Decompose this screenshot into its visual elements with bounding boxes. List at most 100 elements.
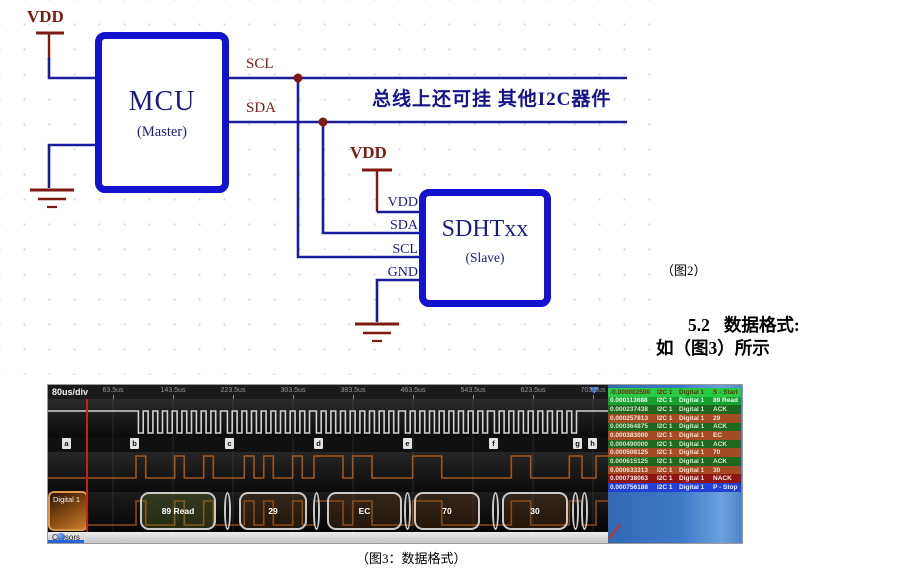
time-tick-label: 63.5us [102, 387, 124, 394]
decode-bubble: 70 [414, 492, 480, 530]
time-tick-mark [413, 395, 414, 399]
decode-bus: I2C 1 [657, 406, 673, 414]
bottom-blue-strip [48, 540, 84, 543]
ack-ellipse [404, 492, 411, 530]
time-tick-mark [113, 395, 114, 399]
waveform-marker: g [573, 438, 582, 449]
decode-value: P - Stop [713, 483, 738, 491]
timebase-label: 80us/div [52, 387, 89, 397]
time-tick-mark [233, 395, 234, 399]
ack-ellipse [492, 492, 499, 530]
cursors-label: Cursors [52, 533, 81, 542]
slave-box [419, 189, 551, 307]
decode-time: 0.000633313 [610, 466, 648, 474]
decode-value: ACK [713, 406, 728, 414]
decode-time: 0.000738063 [610, 475, 648, 483]
sda-label: SDA [246, 100, 277, 116]
decode-bus: I2C 1 [657, 440, 673, 448]
time-tick-label: 303.5us [280, 387, 306, 394]
decode-bus: I2C 1 [657, 397, 673, 405]
decode-channel: Digital 1 [679, 466, 705, 474]
slave-gnd-wire [375, 278, 421, 322]
decoded-channel-trace [48, 500, 608, 526]
decode-bubble: 30 [502, 492, 568, 530]
time-tick-mark [593, 395, 594, 399]
slave-pin-label: SCL [392, 242, 418, 257]
decode-channel: Digital 1 [679, 397, 705, 405]
circuit-wires [30, 31, 627, 343]
ack-ellipse [581, 492, 588, 530]
decode-channel: Digital 1 [679, 432, 705, 440]
bus-note: 总线上还可挂 其他I2C器件 [372, 89, 612, 110]
ack-ellipse [313, 492, 320, 530]
slave-pin-label: GND [387, 265, 418, 280]
decode-bubble: EC [327, 492, 402, 530]
decode-value: 30 [713, 466, 721, 474]
decode-channel: Digital 1 [679, 475, 705, 483]
scl-branch-wire [296, 78, 421, 259]
decode-bus: I2C 1 [657, 449, 673, 457]
decode-bus: I2C 1 [657, 423, 673, 431]
decode-channel: Digital 1 [679, 449, 705, 457]
waveform-marker: f [489, 438, 498, 449]
slave-vdd-label: VDD [350, 143, 387, 162]
decode-time: 0.000113688 [610, 397, 648, 405]
waveform-marker: h [588, 438, 597, 449]
section-subtitle: 如（图3）所示 [656, 338, 770, 358]
mcu-title: MCU [128, 86, 196, 117]
sda-trace [48, 455, 608, 479]
slave-title: SDHTxx [441, 216, 529, 242]
slave-pin-label: VDD [387, 195, 418, 210]
time-tick-mark [173, 395, 174, 399]
time-tick-mark [473, 395, 474, 399]
sda-junction-dot [318, 117, 328, 127]
cursor-triangle-icon [589, 387, 599, 394]
decode-bus: I2C 1 [657, 388, 673, 396]
mcu-vdd-label: VDD [27, 7, 64, 26]
time-tick-label: 543.5us [460, 387, 486, 394]
decode-value: ACK [713, 440, 728, 448]
decode-time: 0.000490000 [610, 440, 648, 448]
decode-time: 0.000383000 [610, 432, 648, 440]
decode-bus: I2C 1 [657, 483, 673, 491]
red-cursor-line [86, 387, 88, 532]
waveform-marker: d [314, 438, 323, 449]
scl-junction-dot [293, 73, 303, 83]
decode-bus: I2C 1 [657, 475, 673, 483]
waveform-marker: c [225, 438, 234, 449]
time-tick-label: 623.5us [520, 387, 546, 394]
red-diagonal-mark [608, 523, 622, 539]
decode-bubble: 29 [239, 492, 307, 530]
time-tick-mark [293, 395, 294, 399]
waveform-marker: a [62, 438, 71, 449]
figure2-i2c-circuit: VDD MCU (Master) SCL SDA 总线上还可挂 其他I2C器件 … [0, 0, 665, 380]
time-tick-label: 143.5us [160, 387, 186, 394]
decode-channel: Digital 1 [679, 388, 705, 396]
slave-pin-label: SDA [389, 218, 418, 233]
time-tick-mark [533, 395, 534, 399]
decode-bus: I2C 1 [657, 432, 673, 440]
decode-channel: Digital 1 [679, 457, 705, 465]
decode-value: ACK [713, 457, 728, 465]
figure2-caption: （图2） [661, 263, 707, 278]
decode-bus: I2C 1 [657, 414, 673, 422]
slave-subtitle: (Slave) [465, 250, 505, 265]
sda-track-background [48, 452, 608, 492]
decode-time: 0.000508125 [610, 449, 648, 457]
decode-bus: I2C 1 [657, 466, 673, 474]
time-tick-mark [353, 395, 354, 399]
mcu-box [95, 32, 229, 193]
cursor-knob-icon [57, 533, 65, 541]
